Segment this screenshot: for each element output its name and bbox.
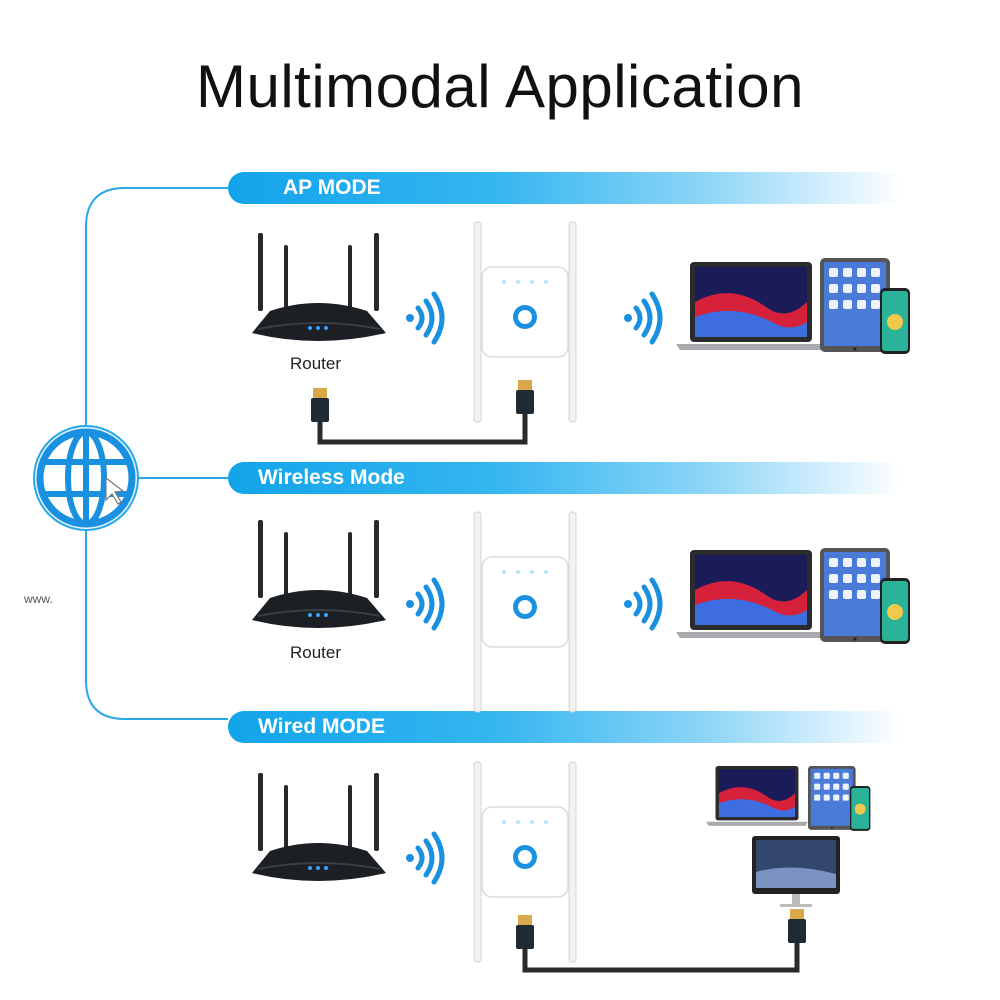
- banner-label-wireless-mode: Wireless Mode: [258, 466, 405, 489]
- globe-caption: www.: [24, 592, 53, 606]
- ethernet-plug-icon: [516, 915, 534, 949]
- laptop-icon: [706, 766, 808, 826]
- ethernet-plug-icon: [788, 909, 806, 943]
- banner-label-wired-mode: Wired MODE: [258, 715, 385, 738]
- banner-label-ap-mode: AP MODE: [283, 176, 381, 199]
- banner-wireless-mode: Wireless Mode: [228, 462, 900, 494]
- router-icon: [251, 772, 387, 882]
- page-title: Multimodal Application: [196, 53, 804, 120]
- phone-icon: [850, 786, 871, 831]
- router-label: Router: [290, 354, 342, 373]
- wifi-signal-icon: [406, 834, 442, 882]
- tablet-icon: [808, 766, 856, 830]
- router-label: Router: [290, 643, 342, 662]
- banner-ap-mode: AP MODE: [228, 172, 900, 204]
- monitor-icon: [752, 836, 840, 907]
- banner-wired-mode: Wired MODE: [228, 711, 900, 743]
